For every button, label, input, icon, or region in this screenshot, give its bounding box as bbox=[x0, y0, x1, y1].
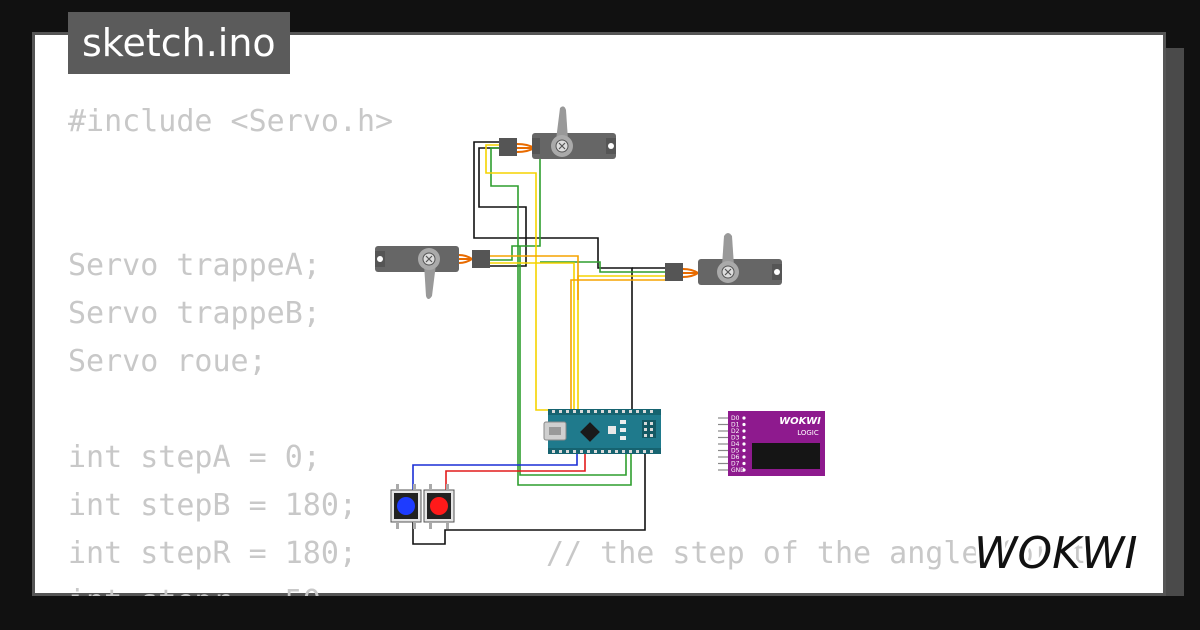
wire-yellow bbox=[488, 262, 575, 410]
blue-pushbutton[interactable] bbox=[390, 484, 422, 529]
wire-blue bbox=[412, 452, 578, 490]
wire-green bbox=[540, 261, 668, 273]
pin-label: D6 bbox=[731, 454, 740, 461]
servo-body bbox=[532, 133, 616, 159]
red-pushbutton[interactable] bbox=[423, 484, 455, 529]
servo-horn bbox=[556, 106, 568, 140]
servo-body bbox=[375, 246, 459, 272]
wire-black bbox=[412, 452, 646, 545]
servo-connector bbox=[665, 263, 683, 281]
code-line: Servo roue; bbox=[68, 344, 267, 379]
microcontroller-chip bbox=[580, 422, 600, 442]
wire-yellow bbox=[485, 144, 551, 411]
preview-card bbox=[32, 32, 1166, 596]
servo-top[interactable] bbox=[499, 106, 616, 159]
button-cap bbox=[430, 497, 448, 515]
wire-black bbox=[473, 141, 633, 412]
bottom-frame bbox=[32, 596, 1200, 630]
logic-analyzer-display bbox=[752, 443, 820, 469]
wokwi-logo-text: WOKWI bbox=[974, 528, 1137, 578]
servo-body bbox=[698, 259, 782, 285]
wokwi-logo: WOKWI WOKWI bbox=[971, 526, 1141, 578]
wire-green bbox=[490, 147, 632, 486]
wire-green bbox=[488, 156, 541, 261]
wire-red bbox=[445, 452, 586, 490]
pin-label: D4 bbox=[731, 441, 740, 448]
logic-analyzer-brand: WOKWI bbox=[779, 416, 821, 427]
code-line: int stepR = 180; bbox=[68, 536, 357, 571]
code-line: int stepA = 0; bbox=[68, 440, 321, 475]
servo-horn bbox=[424, 264, 436, 299]
servo-left[interactable] bbox=[375, 246, 490, 299]
wire-orange bbox=[488, 255, 579, 300]
pin-label: D2 bbox=[731, 428, 740, 435]
servo-horn bbox=[722, 233, 734, 266]
pin-label: GND bbox=[731, 467, 745, 474]
code-line: Servo trappeA; bbox=[68, 248, 321, 283]
servo-connector bbox=[499, 138, 517, 156]
wire-green bbox=[519, 246, 627, 476]
pin-label: D3 bbox=[731, 435, 740, 442]
pin-label: D1 bbox=[731, 422, 740, 429]
servo-right[interactable] bbox=[665, 233, 782, 285]
wire-orange bbox=[570, 279, 668, 410]
code-line: int stepB = 180; bbox=[68, 488, 357, 523]
logic-analyzer-label: LOGIC bbox=[797, 429, 819, 437]
button-cap bbox=[397, 497, 415, 515]
logic-analyzer[interactable]: WOKWI LOGIC D0 D1 D2 D3 D4 D5 D6 D7 GND bbox=[718, 411, 825, 476]
wokwi-logo-outline: WOKWI bbox=[974, 528, 1137, 578]
wire-yellow bbox=[577, 275, 668, 410]
pin-label: D0 bbox=[731, 415, 740, 422]
code-background: #include <Servo.h> Servo trappeA; Servo tr… bbox=[68, 98, 393, 626]
code-comment: // the step of the angle for t bbox=[546, 536, 1088, 571]
arduino-nano-board[interactable] bbox=[543, 409, 661, 454]
pin-label: D7 bbox=[731, 461, 740, 468]
servo-connector bbox=[472, 250, 490, 268]
code-line: Servo trappeB; bbox=[68, 296, 321, 331]
file-tab[interactable]: sketch.ino bbox=[68, 12, 290, 74]
wires bbox=[412, 141, 668, 545]
pin-label: D5 bbox=[731, 448, 740, 455]
code-line: #include <Servo.h> bbox=[68, 104, 394, 139]
